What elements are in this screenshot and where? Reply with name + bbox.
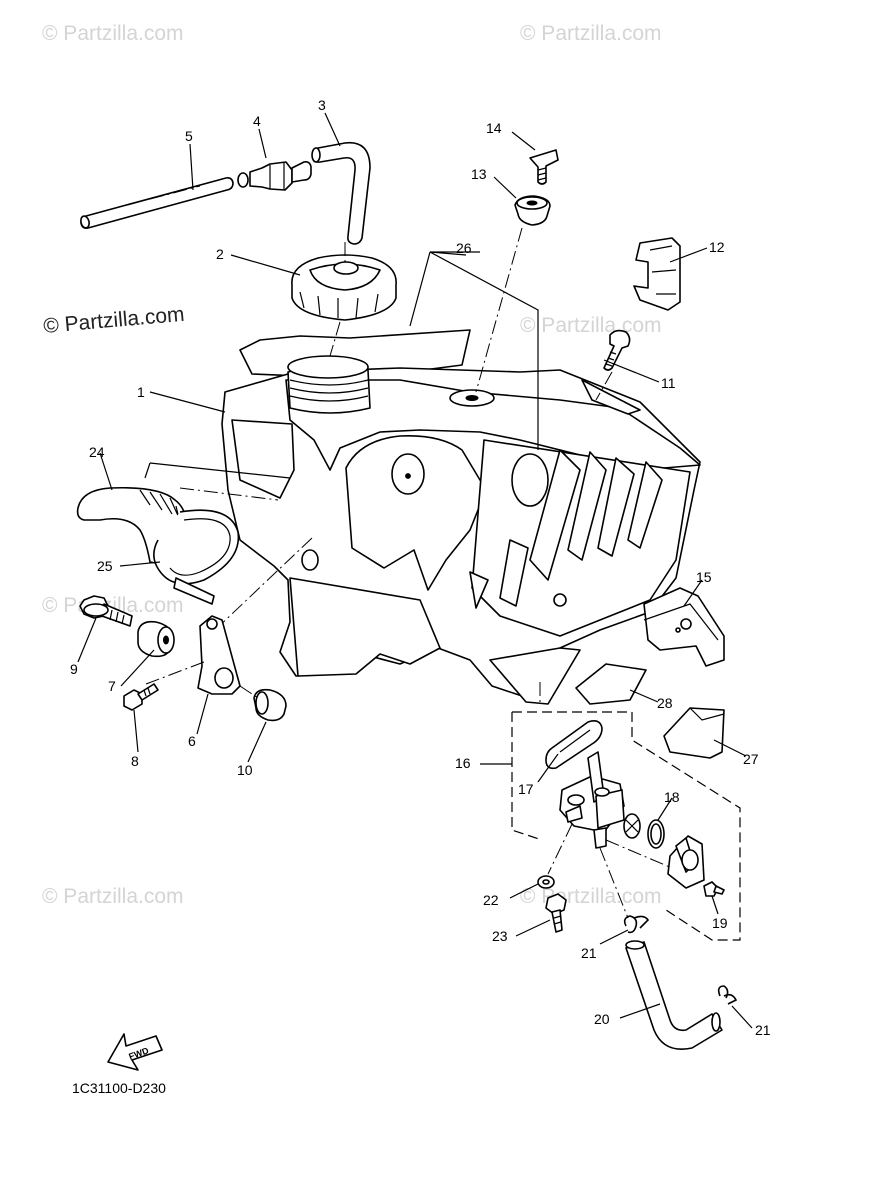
- watermark-text: © Partzilla.com: [42, 594, 184, 617]
- fuel-hose-20[interactable]: [625, 940, 723, 1050]
- screw-19[interactable]: [703, 881, 725, 897]
- callout-1[interactable]: 1: [137, 384, 145, 400]
- callout-23[interactable]: 23: [492, 928, 508, 944]
- assembly-line: [605, 839, 673, 869]
- assembly-line: [329, 321, 341, 357]
- callout-12[interactable]: 12: [709, 239, 725, 255]
- callout-15[interactable]: 15: [696, 569, 712, 585]
- callout-11[interactable]: 11: [661, 375, 676, 391]
- callout-6[interactable]: 6: [188, 733, 196, 749]
- plate-28[interactable]: [575, 663, 647, 705]
- clip-21b[interactable]: [717, 985, 738, 1005]
- clamp-12[interactable]: [633, 237, 681, 311]
- screw-14[interactable]: [529, 149, 559, 185]
- fuel-tank[interactable]: [214, 329, 701, 705]
- band-25[interactable]: [153, 509, 240, 605]
- bolt-11[interactable]: [603, 329, 631, 371]
- watermark-text: © Partzilla.com: [520, 314, 662, 337]
- callout-3[interactable]: 3: [318, 97, 326, 113]
- callout-21-lower[interactable]: 21: [755, 1022, 771, 1038]
- clip-21a[interactable]: [623, 915, 650, 934]
- leader-26: [409, 251, 539, 450]
- bolt-23[interactable]: [545, 893, 567, 933]
- assembly-line: [599, 847, 629, 919]
- breather-hose[interactable]: [80, 177, 234, 229]
- callouts: 1 2 3 4 5 6 7 8 9 10 11 12 13 14 15 16 1…: [70, 97, 771, 1038]
- damper-7[interactable]: [137, 620, 175, 658]
- fuel-cock[interactable]: [559, 751, 625, 849]
- watermark-text: © Partzilla.com: [520, 22, 662, 45]
- callout-4[interactable]: 4: [253, 113, 261, 129]
- fuel-cap[interactable]: [291, 254, 397, 321]
- callout-16[interactable]: 16: [455, 755, 471, 771]
- callout-17[interactable]: 17: [518, 781, 534, 797]
- forward-arrow-icon: FWD: [107, 1033, 163, 1071]
- watermark-text: © Partzilla.com: [42, 885, 184, 908]
- callout-20[interactable]: 20: [594, 1011, 610, 1027]
- callout-22[interactable]: 22: [483, 892, 499, 908]
- check-valve[interactable]: [237, 161, 312, 191]
- breather-tube[interactable]: [311, 141, 371, 245]
- diagram-code: 1C31100-D230: [72, 1080, 166, 1096]
- fuel-cock-assembly-frame: [511, 711, 741, 941]
- gasket-17[interactable]: [545, 720, 603, 770]
- collar-13[interactable]: [514, 195, 551, 226]
- callout-28[interactable]: 28: [657, 695, 673, 711]
- callout-5[interactable]: 5: [185, 128, 193, 144]
- bracket-6[interactable]: [197, 615, 241, 695]
- assembly-line: [547, 823, 573, 875]
- leader-lines: [77, 112, 753, 1029]
- lever-19[interactable]: [667, 835, 705, 889]
- plate-27[interactable]: [663, 707, 725, 759]
- assembly-line: [179, 487, 279, 501]
- callout-8[interactable]: 8: [131, 753, 139, 769]
- callout-21-upper[interactable]: 21: [581, 945, 597, 961]
- callout-27[interactable]: 27: [743, 751, 759, 767]
- bolt-8[interactable]: [123, 683, 159, 711]
- leader-24-bracket: [144, 462, 291, 479]
- callout-13[interactable]: 13: [471, 166, 487, 182]
- bolt-9[interactable]: [79, 595, 133, 627]
- callout-24[interactable]: 24: [89, 444, 105, 460]
- collar-10[interactable]: [253, 688, 287, 722]
- watermark-text: © Partzilla.com: [42, 22, 184, 45]
- callout-18[interactable]: 18: [664, 789, 680, 805]
- callout-9[interactable]: 9: [70, 661, 78, 677]
- watermark-text: © Partzilla.com: [520, 885, 662, 908]
- o-ring-18[interactable]: [623, 813, 665, 849]
- callout-26[interactable]: 26: [456, 240, 472, 256]
- callout-7[interactable]: 7: [108, 678, 116, 694]
- cover-15[interactable]: [643, 587, 725, 667]
- assembly-line: [595, 371, 613, 401]
- watermark-text: © Partzilla.com: [42, 303, 185, 338]
- assembly-line: [145, 661, 205, 685]
- washer-22[interactable]: [537, 875, 555, 889]
- assembly-line: [239, 685, 259, 699]
- callout-19[interactable]: 19: [712, 915, 728, 931]
- callout-25[interactable]: 25: [97, 558, 113, 574]
- callout-14[interactable]: 14: [486, 120, 502, 136]
- assembly-line: [475, 227, 523, 393]
- callout-2[interactable]: 2: [216, 246, 224, 262]
- callout-10[interactable]: 10: [237, 762, 253, 778]
